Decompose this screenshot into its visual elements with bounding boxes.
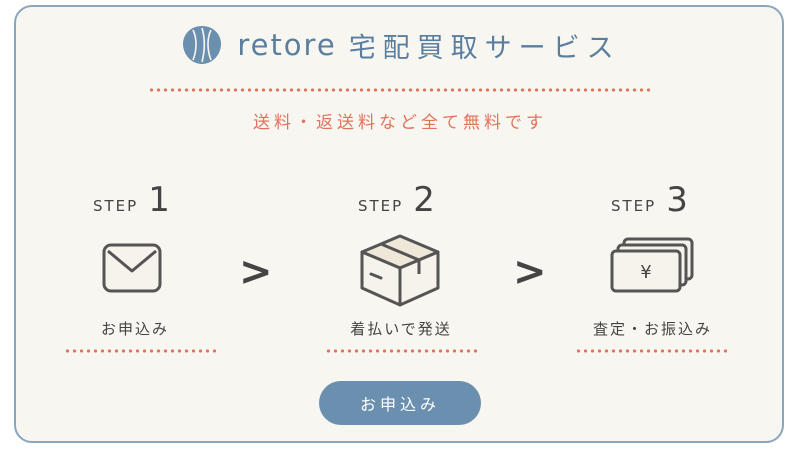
step-3-divider xyxy=(575,349,727,353)
step-3-caption: 査定・お振込み xyxy=(592,320,712,338)
step-number: 2 xyxy=(413,180,435,220)
step-1-label: STEP 1 xyxy=(93,180,170,220)
free-shipping-notice: 送料・返送料など全て無料です xyxy=(253,113,547,133)
step-number: 1 xyxy=(148,180,170,220)
step-2-label: STEP 2 xyxy=(358,180,435,220)
banknotes-icon: ¥ xyxy=(610,237,694,293)
step-1-divider xyxy=(64,349,216,353)
title-divider xyxy=(148,88,654,92)
service-title: 宅配買取サービス xyxy=(348,32,621,64)
brand-name: retore xyxy=(237,28,337,62)
step-word: STEP xyxy=(611,197,657,215)
yen-symbol: ¥ xyxy=(640,262,651,283)
step-2-divider xyxy=(325,349,477,353)
step-word: STEP xyxy=(93,197,139,215)
step-3-label: STEP 3 xyxy=(611,180,688,220)
step-word: STEP xyxy=(358,197,404,215)
step-number: 3 xyxy=(666,180,688,220)
envelope-icon xyxy=(102,243,162,293)
arrow-right-icon: > xyxy=(513,249,547,295)
header: retore 宅配買取サービス xyxy=(0,22,800,68)
arrow-right-icon: > xyxy=(239,249,273,295)
cardboard-box-icon xyxy=(360,234,440,307)
step-2-caption: 着払いで発送 xyxy=(350,320,452,338)
service-card xyxy=(14,5,784,443)
apply-button[interactable]: お申込み xyxy=(319,381,481,425)
step-1-caption: お申込み xyxy=(100,320,169,338)
retore-logo-icon xyxy=(183,26,222,64)
